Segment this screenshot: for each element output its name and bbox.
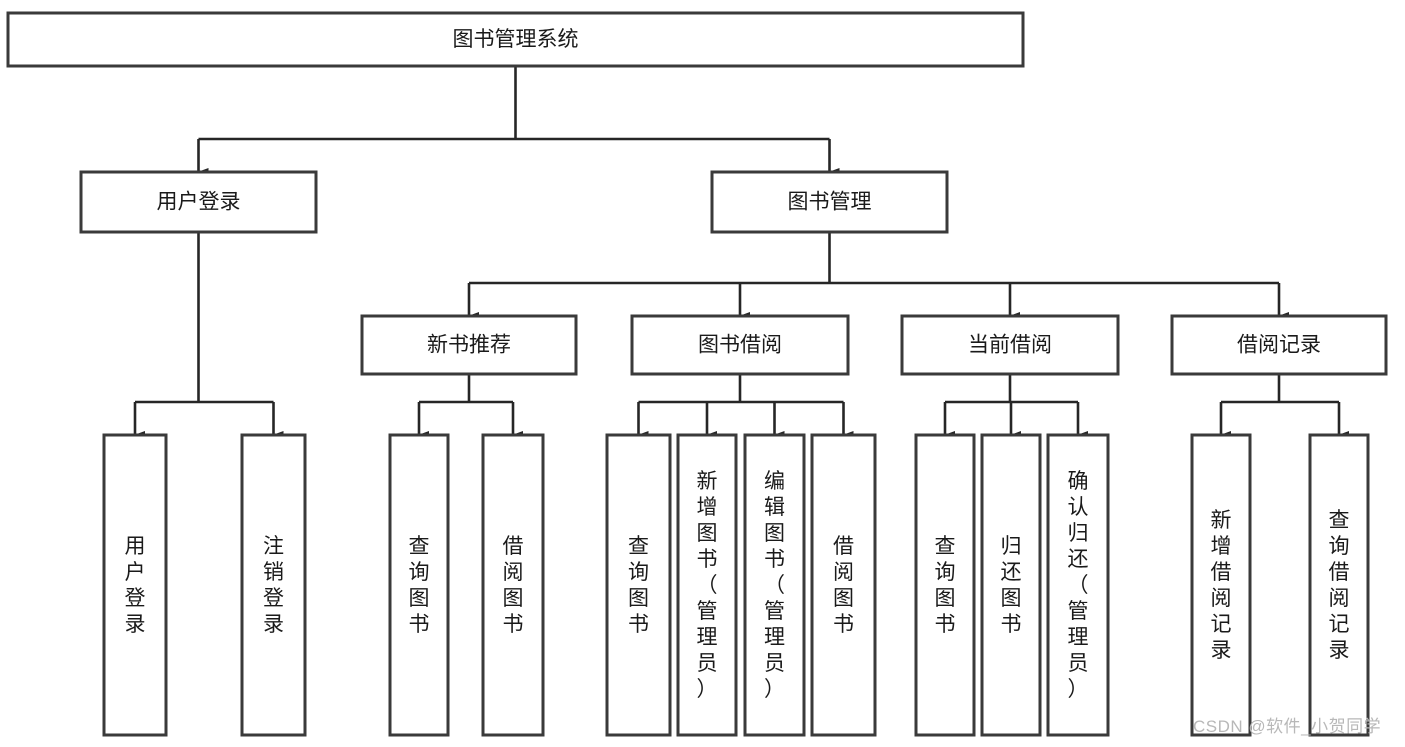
node-l3-book-borrow[interactable]: 图书借阅 [630, 314, 850, 376]
node-l2-book-manage[interactable]: 图书管理 [710, 170, 949, 234]
node-leaf-query-book-1[interactable]: 查询图书 [388, 433, 450, 737]
node-box[interactable] [914, 433, 976, 737]
node-box[interactable] [1170, 314, 1388, 376]
node-leaf-logout[interactable]: 注销登录 [240, 433, 307, 737]
node-leaf-query-record[interactable]: 查询借阅记录 [1308, 433, 1370, 737]
node-label: 归还图书 [1001, 535, 1022, 636]
node-label: 图书管理 [788, 191, 872, 214]
node-box[interactable] [388, 433, 450, 737]
node-box[interactable] [360, 314, 578, 376]
connector-group [197, 66, 840, 176]
node-leaf-query-book-2[interactable]: 查询图书 [605, 433, 672, 737]
node-label: 借阅图书 [503, 535, 524, 636]
node-box[interactable] [79, 170, 318, 234]
node-leaf-return-book[interactable]: 归还图书 [980, 433, 1042, 737]
node-box[interactable] [240, 433, 307, 737]
node-leaf-borrow-book-2[interactable]: 借阅图书 [810, 433, 877, 737]
node-label: 用户登录 [157, 191, 241, 214]
node-label: 图书管理系统 [453, 28, 579, 51]
node-box[interactable] [605, 433, 672, 737]
connector-group [1219, 374, 1349, 439]
node-box[interactable] [630, 314, 850, 376]
node-label: 新增借阅记录 [1211, 509, 1232, 662]
node-label: 查询借阅记录 [1329, 509, 1350, 662]
node-label: 注销登录 [263, 535, 284, 636]
node-layer: 图书管理系统用户登录图书管理新书推荐图书借阅当前借阅借阅记录用户登录注销登录查询… [6, 11, 1388, 737]
node-label: 借阅记录 [1237, 334, 1321, 357]
node-box[interactable] [1046, 433, 1110, 737]
node-box[interactable] [481, 433, 545, 737]
node-root[interactable]: 图书管理系统 [6, 11, 1025, 68]
node-label: 图书借阅 [698, 334, 782, 357]
node-box[interactable] [6, 11, 1025, 68]
node-box[interactable] [1190, 433, 1252, 737]
node-label: 新增图书（管理员） [697, 470, 718, 701]
node-l3-borrow-record[interactable]: 借阅记录 [1170, 314, 1388, 376]
node-label: 查询图书 [935, 535, 956, 636]
connector-group [133, 232, 284, 439]
connector-group [943, 374, 1088, 439]
node-l2-user-login[interactable]: 用户登录 [79, 170, 318, 234]
node-leaf-query-book-3[interactable]: 查询图书 [914, 433, 976, 737]
node-l3-new-book-rec[interactable]: 新书推荐 [360, 314, 578, 376]
node-leaf-add-record[interactable]: 新增借阅记录 [1190, 433, 1252, 737]
connector-layer [133, 66, 1349, 439]
node-l3-current-borrow[interactable]: 当前借阅 [900, 314, 1120, 376]
node-label: 新书推荐 [427, 334, 511, 357]
node-box[interactable] [900, 314, 1120, 376]
watermark-label: CSDN @软件_小贺同学 [1193, 717, 1381, 736]
node-label: 确认归还（管理员） [1068, 470, 1089, 701]
node-label: 借阅图书 [833, 535, 854, 636]
node-leaf-user-login[interactable]: 用户登录 [102, 433, 168, 737]
connector-group [467, 232, 1289, 320]
node-box[interactable] [980, 433, 1042, 737]
node-label: 编辑图书（管理员） [764, 470, 785, 701]
node-label: 查询图书 [409, 535, 430, 636]
node-leaf-add-book[interactable]: 新增图书（管理员） [676, 433, 738, 737]
node-box[interactable] [102, 433, 168, 737]
node-label: 当前借阅 [968, 334, 1052, 357]
connector-group [637, 374, 854, 439]
node-box[interactable] [810, 433, 877, 737]
watermark: CSDN @软件_小贺同学 [1193, 714, 1403, 745]
node-leaf-confirm-return[interactable]: 确认归还（管理员） [1046, 433, 1110, 737]
node-leaf-borrow-book-1[interactable]: 借阅图书 [481, 433, 545, 737]
node-label: 用户登录 [125, 535, 146, 636]
node-box[interactable] [676, 433, 738, 737]
connector-group [417, 374, 523, 439]
node-box[interactable] [1308, 433, 1370, 737]
node-box[interactable] [743, 433, 806, 737]
node-box[interactable] [710, 170, 949, 234]
node-label: 查询图书 [628, 535, 649, 636]
node-leaf-edit-book[interactable]: 编辑图书（管理员） [743, 433, 806, 737]
